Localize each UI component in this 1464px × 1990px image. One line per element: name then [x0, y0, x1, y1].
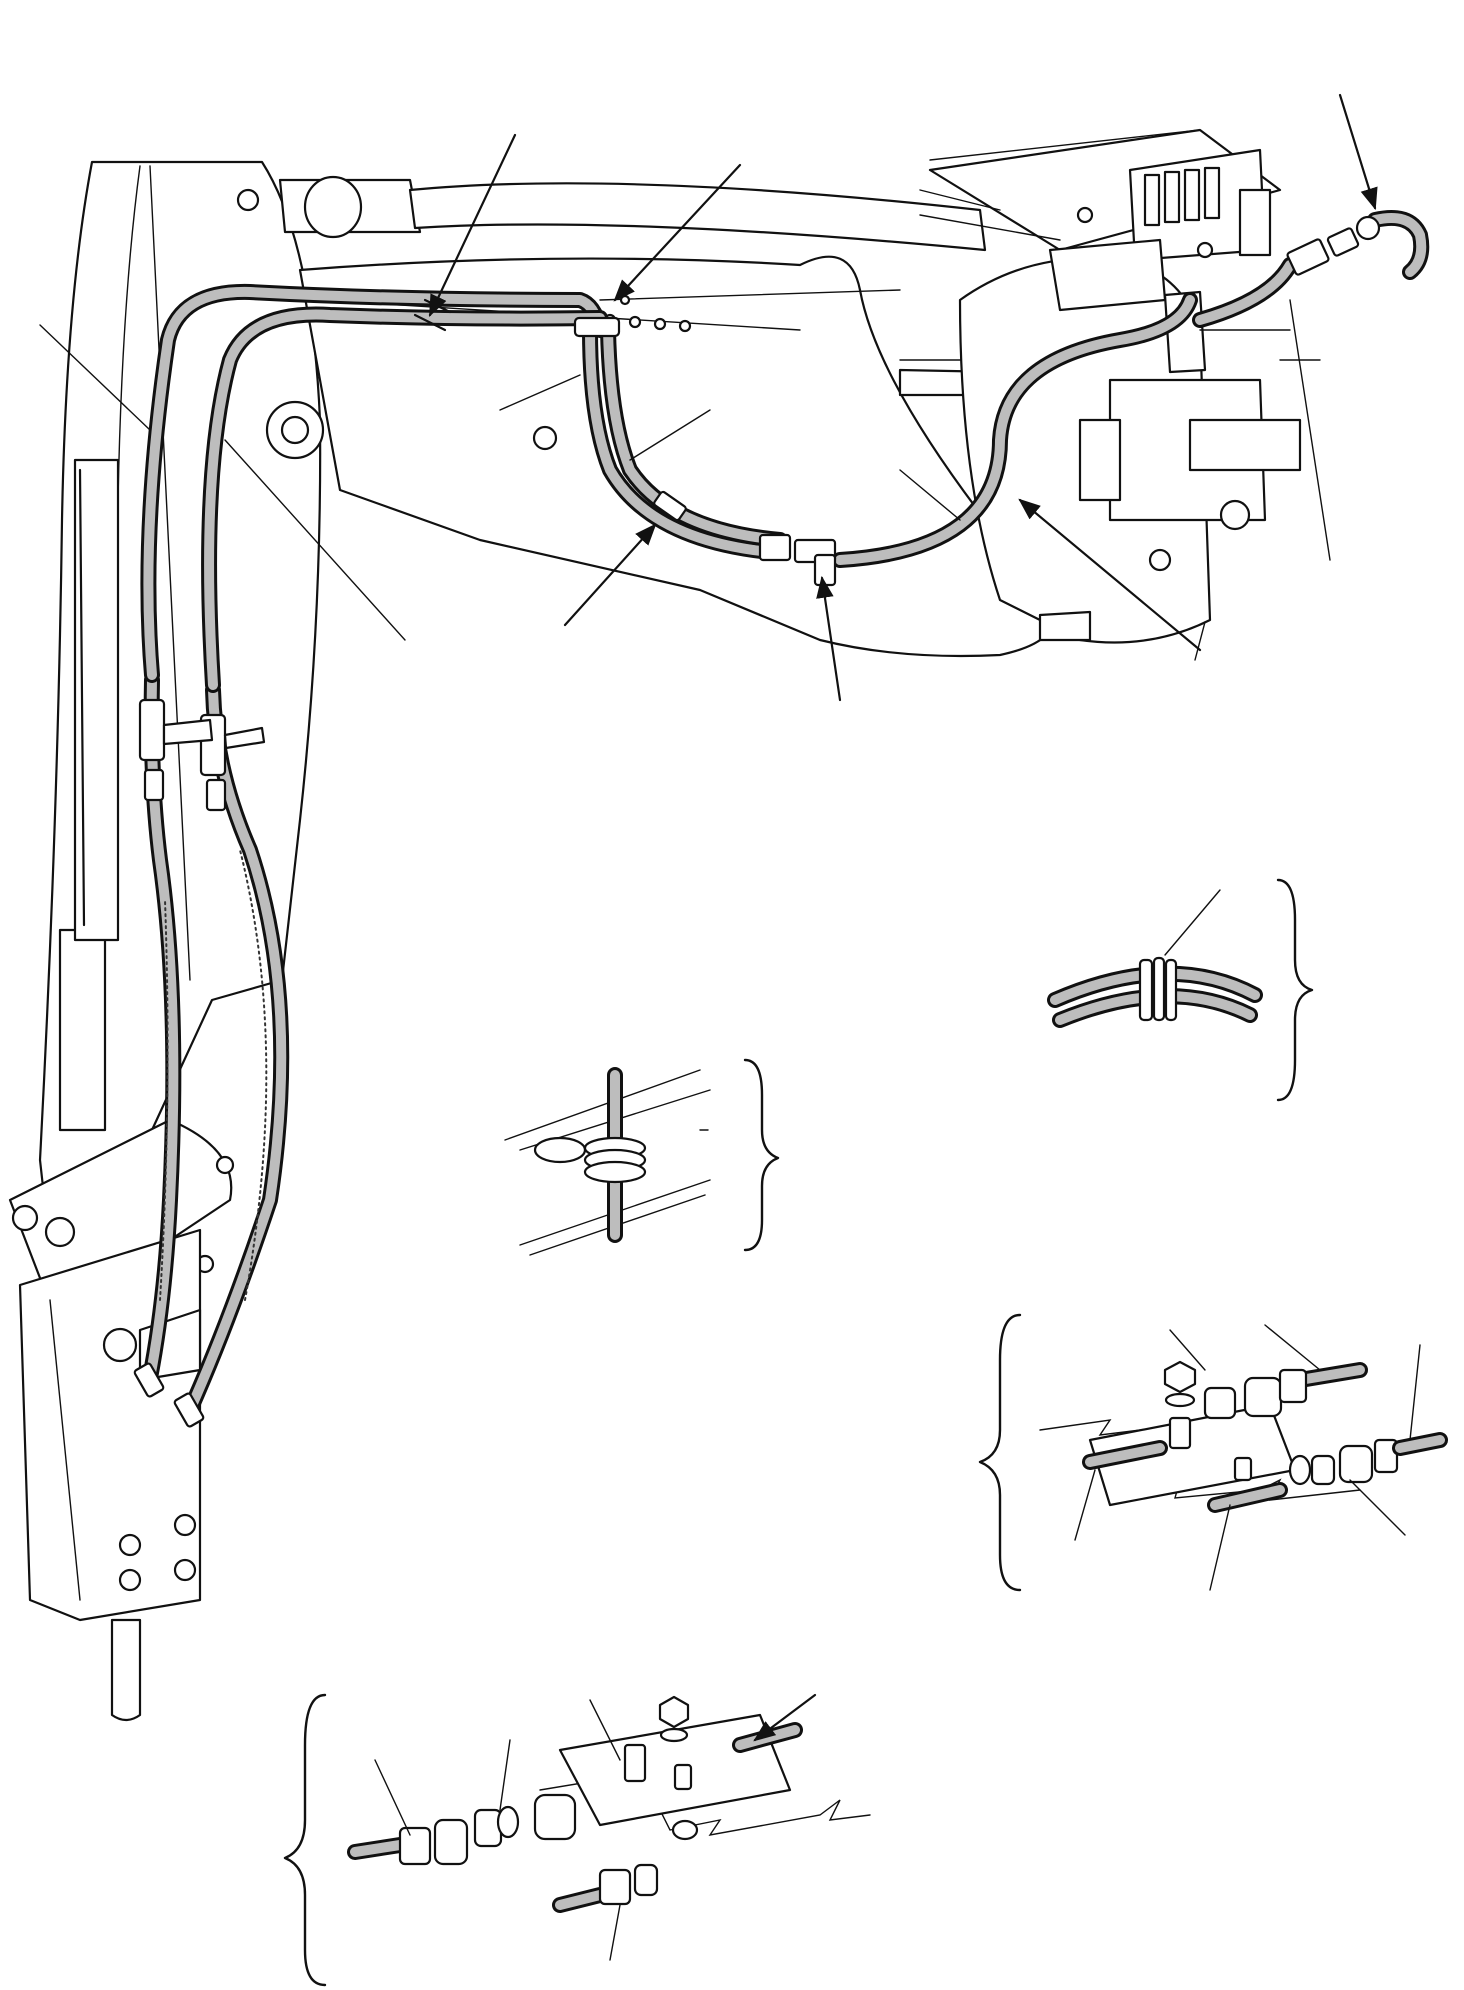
hose-clamp-icon	[583, 1136, 647, 1184]
dipper-arm	[38, 160, 325, 1252]
hydraulic-hoses	[140, 209, 1430, 1418]
boom-and-arm-illustration	[8, 93, 1430, 1722]
swing-bracket-frame	[919, 128, 1331, 644]
detail-hose-band	[1047, 878, 1314, 1102]
brace-icon	[283, 1693, 327, 1987]
detail-bracket-coupling-bottom	[283, 1693, 871, 1987]
hose-clamp-icon	[1138, 956, 1178, 1022]
detail-hose-grommet	[504, 1058, 780, 1256]
arrow-icon	[428, 133, 517, 317]
hose-coupling-icon	[347, 1793, 577, 1866]
brace-icon	[978, 1313, 1022, 1592]
brace-icon	[743, 1058, 780, 1252]
hose-coupling-icon	[1163, 1360, 1368, 1420]
brace-icon	[1276, 878, 1314, 1102]
callout-leaders	[39, 93, 1378, 702]
hose-coupling-icon	[1288, 1432, 1448, 1486]
arrow-icon	[563, 523, 657, 627]
arrow-icon	[753, 1693, 817, 1742]
arrow-icon	[816, 575, 842, 702]
arrow-icon	[1338, 93, 1378, 211]
arrow-icon	[613, 163, 742, 302]
arrow-icon	[1018, 498, 1202, 652]
detail-bracket-coupling-right	[978, 1313, 1448, 1592]
hose-coupling-icon	[552, 1819, 699, 1913]
